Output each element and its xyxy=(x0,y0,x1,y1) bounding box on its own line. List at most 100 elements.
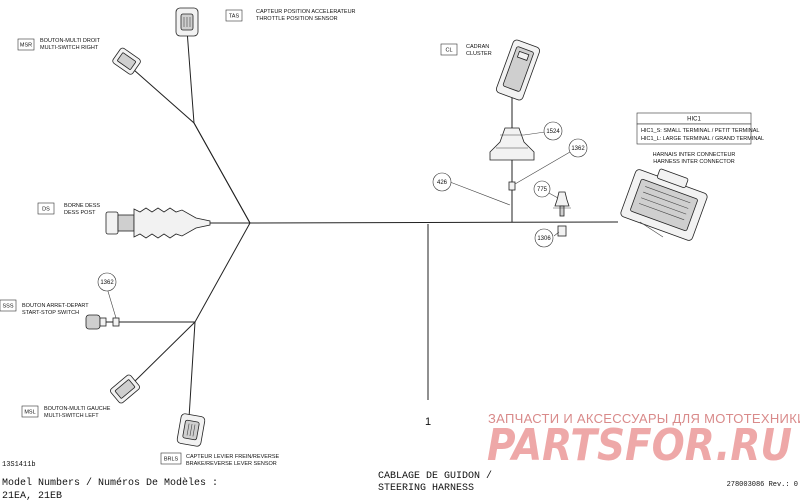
sss-code-box xyxy=(0,299,17,312)
tie-right-strap xyxy=(508,181,516,191)
nut-leader xyxy=(553,231,560,237)
ds-post-cap xyxy=(105,211,119,235)
nut-body xyxy=(557,225,567,237)
cl-code: CL xyxy=(445,48,452,54)
tie-right-number: 1362 xyxy=(571,146,585,152)
watermark: ЗАПЧАСТИ И АКСЕССУАРЫ ДЛЯ МОТОТЕХНИКИ PA… xyxy=(487,411,800,471)
figure-code: 13S1411b xyxy=(2,461,36,469)
hic1-leader xyxy=(639,221,664,238)
sss-connector-body xyxy=(85,314,101,330)
tie-right-leader xyxy=(514,151,571,185)
sss-connector: SSS BOUTON ARRET-DEPART START-STOP SWITC… xyxy=(0,299,107,330)
tie-left-number: 1362 xyxy=(100,280,114,286)
cl-code-box xyxy=(440,43,458,56)
grommet-cone xyxy=(489,127,535,161)
hic1-terminal-box xyxy=(636,123,752,145)
msl-connector: MSL BOUTON-MULTI GAUCHE MULTI-SWITCH LEF… xyxy=(21,374,140,419)
tape-bubble xyxy=(432,172,452,192)
msr-branch-wire xyxy=(133,69,251,224)
brls-pin xyxy=(192,424,196,437)
callout-tie-right: 1362 xyxy=(508,138,588,191)
ds-label-fr: BORNE DESS xyxy=(64,203,100,209)
msr-label-fr: BOUTON-MULTI DROIT xyxy=(40,38,101,44)
msl-label-en: MULTI-SWITCH LEFT xyxy=(44,413,99,419)
hic1-pin-row xyxy=(638,203,685,221)
tie-right-bubble xyxy=(568,138,588,158)
hic1-connector-face xyxy=(630,178,698,232)
doc-ref: 278003086 Rev.: 0 xyxy=(727,481,798,489)
hic1-large-terminal: HIC1_L: LARGE TERMINAL / GRAND TERMINAL xyxy=(641,136,764,142)
main-trunk-wire xyxy=(249,221,619,224)
grommet-number: 1524 xyxy=(546,129,560,135)
watermark-tagline: ЗАПЧАСТИ И АКСЕССУАРЫ ДЛЯ МОТОТЕХНИКИ xyxy=(488,411,800,426)
model-numbers: 21EA, 21EB xyxy=(2,491,62,502)
hic1-pin-row xyxy=(645,186,691,204)
brls-pin xyxy=(189,424,193,436)
nut-number: 1306 xyxy=(537,236,551,242)
callout-tape: 426 xyxy=(432,172,511,206)
sss-connector-boot xyxy=(99,317,107,327)
tie-left-leader xyxy=(106,287,117,319)
callout-post: 775 xyxy=(533,180,571,217)
brls-code-box xyxy=(160,452,182,465)
tas-connector: TAS CAPTEUR POSITION ACCELERATEUR THROTT… xyxy=(175,7,356,37)
tas-code-box xyxy=(225,9,243,22)
harness-wires xyxy=(102,29,619,419)
title-en: STEERING HARNESS xyxy=(378,483,474,494)
hic1-small-terminal: HIC1_S: SMALL TERMINAL / PETIT TERMINAL xyxy=(641,128,760,134)
tie-left-strap xyxy=(112,317,120,327)
post-bubble xyxy=(533,180,551,198)
brls-connector: BRLS CAPTEUR LEVIER FREIN/REVERSE BRAKE/… xyxy=(160,413,280,467)
cl-label-en: CLUSTER xyxy=(466,51,492,57)
msr-code-box xyxy=(17,38,35,51)
hic1-code: HIC1 xyxy=(687,117,701,123)
sss-branch-wire xyxy=(102,222,251,323)
item-number: 1 xyxy=(425,416,431,428)
msl-connector-face xyxy=(114,379,136,399)
msl-code: MSL xyxy=(24,410,35,416)
msr-connector: MSR BOUTON-MULTI DROIT MULTI-SWITCH RIGH… xyxy=(17,38,141,75)
msl-branch-wire xyxy=(131,321,196,385)
brls-label-fr: CAPTEUR LEVIER FREIN/REVERSE xyxy=(186,454,280,460)
nut-bubble xyxy=(534,228,554,248)
hic1-pin-row xyxy=(643,191,689,209)
hic1-pin-row xyxy=(641,197,687,215)
hic1-label-en: HARNESS INTER CONNECTOR xyxy=(653,159,735,165)
msr-label-en: MULTI-SWITCH RIGHT xyxy=(40,45,99,51)
hic1-label-fr: HARNAIS INTER CONNECTEUR xyxy=(653,152,736,158)
ds-post: DS BORNE DESS DESS POST xyxy=(37,202,211,239)
msl-label-fr: BOUTON-MULTI GAUCHE xyxy=(44,406,111,412)
sss-label-en: START-STOP SWITCH xyxy=(22,310,79,316)
title-fr: CABLAGE DE GUIDON / xyxy=(378,470,492,482)
post-number: 775 xyxy=(537,187,548,193)
post-bulb xyxy=(554,191,570,207)
ds-code-box xyxy=(37,202,55,215)
grommet-leader xyxy=(523,131,546,136)
brls-label-en: BRAKE/REVERSE LEVER SENSOR xyxy=(186,461,277,467)
hic1-connector-latch xyxy=(656,168,689,189)
watermark-logo: PARTSFOR.RU xyxy=(487,420,792,471)
sss-code: SSS xyxy=(2,304,13,310)
ds-label-en: DESS POST xyxy=(64,210,96,216)
msr-connector-face xyxy=(117,52,137,70)
sss-label-fr: BOUTON ARRET-DEPART xyxy=(22,303,89,309)
brls-code: BRLS xyxy=(164,457,179,463)
post-stem xyxy=(559,205,565,217)
footer: 13S1411b Model Numbers / Numéros De Modè… xyxy=(2,461,798,502)
cl-connector: CL CADRAN CLUSTER xyxy=(440,39,541,101)
tape-leader xyxy=(449,181,511,206)
brls-pin xyxy=(186,423,190,436)
ds-post-body xyxy=(117,214,135,232)
tie-left-bubble xyxy=(97,272,117,292)
grommet: 1524 xyxy=(489,121,563,161)
tas-label-fr: CAPTEUR POSITION ACCELERATEUR xyxy=(256,9,356,15)
cl-connector-latch xyxy=(516,50,530,61)
callout-nut: 1306 xyxy=(534,225,567,248)
cl-label-fr: CADRAN xyxy=(466,44,489,50)
tas-label-en: THROTTLE POSITION SENSOR xyxy=(256,16,338,22)
grommet-bubble xyxy=(543,121,563,141)
hic1-connector: HIC1 HIC1_S: SMALL TERMINAL / PETIT TERM… xyxy=(620,112,764,241)
msr-code: MSR xyxy=(20,43,32,49)
model-numbers-label: Model Numbers / Numéros De Modèles : xyxy=(2,477,218,489)
